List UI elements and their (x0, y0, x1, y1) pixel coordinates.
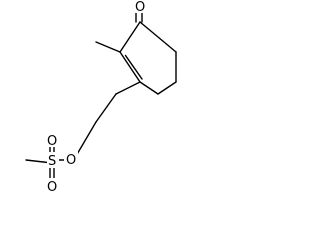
atom-label-sulfonyl-oxygen-upper: O (47, 134, 57, 149)
bond-chain-1 (115, 81, 141, 95)
atom-label-sulfonyl-oxygen-lower: O (47, 180, 57, 195)
bond-ring-c2-c3-inner (124, 54, 143, 80)
bond-ring-c6-c1 (139, 21, 177, 53)
atom-label-sulfur: S (48, 154, 56, 169)
bond-methyl (95, 41, 121, 53)
bond-ring-c1-c2 (119, 21, 141, 53)
bond-ring-c4-c5 (157, 81, 177, 95)
bond-chain-2 (95, 93, 117, 123)
bond-chain-3 (75, 121, 97, 157)
bond-ring-c3-c4 (139, 81, 159, 95)
atom-label-carbonyl-oxygen: O (135, 0, 145, 15)
atom-label-ester-oxygen: O (66, 153, 76, 168)
bond-ring-c2-c3-outer (119, 51, 141, 83)
chemical-structure: O O S O O (25, 0, 177, 195)
